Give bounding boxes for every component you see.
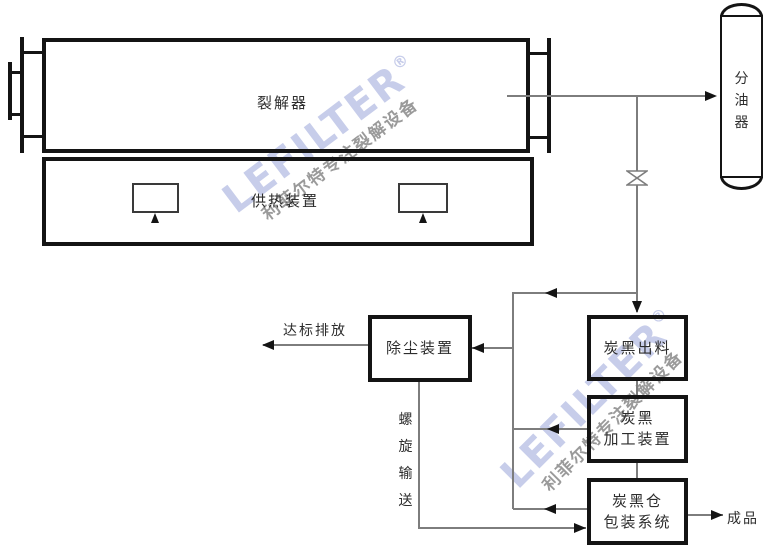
valve-icon <box>626 170 648 186</box>
heater-box <box>42 157 534 246</box>
arrow-into-discharge <box>632 301 642 313</box>
carbon-black-processing-label: 炭黑 加工装置 <box>587 395 688 463</box>
carbon-black-processing-box <box>587 395 688 463</box>
dust-collector-label: 除尘装置 <box>368 315 472 382</box>
dust-collector-box <box>368 315 472 382</box>
reactor-label: 裂解器 <box>257 94 309 112</box>
carbon-black-discharge-label: 炭黑出料 <box>587 315 688 381</box>
carbon-black-packing-label: 炭黑仓 包装系统 <box>587 478 688 545</box>
separator-label: 分油器 <box>734 71 749 131</box>
right-flange-tie-bottom <box>530 136 547 139</box>
collector-top-line <box>513 292 637 294</box>
arrow-product <box>711 510 723 520</box>
carbon-black-packing-box <box>587 478 688 545</box>
left-flange-bar <box>20 37 24 153</box>
separator-bottom-cap <box>720 176 763 190</box>
left-shaft-bar <box>8 62 12 120</box>
arrow-processing-vent <box>547 424 559 434</box>
product-label: 成品 <box>727 511 759 527</box>
burner-1 <box>132 183 179 213</box>
screw-conveyor-hline <box>418 527 586 529</box>
burner-2-flame-icon <box>419 213 427 223</box>
carbon-black-discharge-box <box>587 315 688 381</box>
right-flange-tie-top <box>530 52 547 55</box>
left-flange-tie-bottom <box>24 135 42 138</box>
emission-label: 达标排放 <box>283 323 347 339</box>
dust-inlet-line <box>472 347 514 349</box>
arrow-emission <box>262 340 274 350</box>
burner-1-flame-icon <box>151 213 159 223</box>
emission-line <box>263 344 368 346</box>
burner-2 <box>398 183 448 213</box>
screw-conveyor-label: 螺旋输送 <box>398 412 413 509</box>
dust-collector-text: 除尘装置 <box>385 339 454 357</box>
left-shaft-tie-bottom <box>12 113 20 116</box>
heater-label: 供热装置 <box>251 192 320 210</box>
arrow-collector-top <box>545 288 557 298</box>
arrow-into-packing <box>574 523 586 533</box>
valve-branch-line <box>636 95 638 312</box>
carbon-black-processing-text-line2: 加工装置 <box>603 430 672 448</box>
carbon-black-processing-text-line1: 炭黑 <box>620 409 655 427</box>
collector-line <box>512 292 514 509</box>
arrow-packing-vent <box>544 504 556 514</box>
gas-line <box>507 95 707 97</box>
arrow-into-dust-collector <box>472 343 484 353</box>
product-line <box>688 514 723 516</box>
carbon-black-packing-text-line2: 包装系统 <box>603 512 672 531</box>
discharge-to-processing-line <box>636 381 638 395</box>
screw-conveyor-vline <box>418 382 420 528</box>
carbon-black-packing-text-line1: 炭黑仓 <box>611 491 663 510</box>
carbon-black-discharge-text: 炭黑出料 <box>603 338 672 357</box>
left-flange-tie-top <box>24 51 42 54</box>
processing-to-packing-line <box>636 463 638 478</box>
left-shaft-tie-top <box>12 71 20 74</box>
arrow-into-separator <box>705 91 717 101</box>
